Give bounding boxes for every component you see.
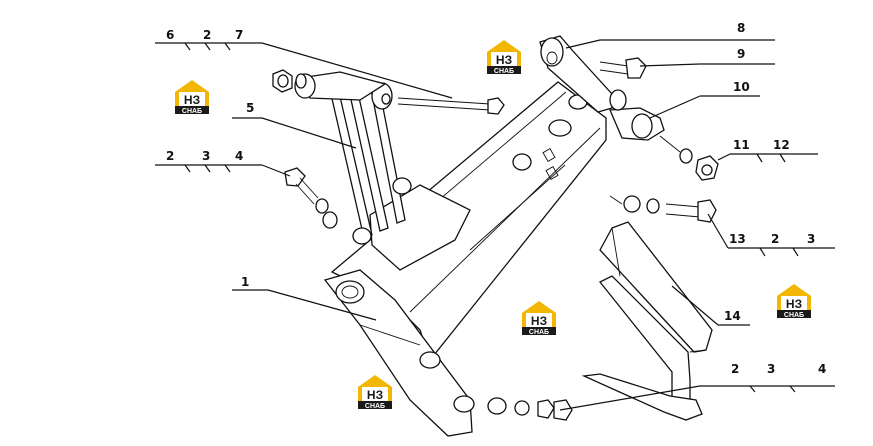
link-bar — [294, 71, 412, 245]
callout-3: 3 — [767, 362, 775, 376]
callout-11: 11 — [733, 138, 750, 152]
callout-numbers: 6 2 7 5 2 3 4 1 8 9 10 11 12 13 2 3 14 2… — [166, 21, 826, 376]
callout-5: 5 — [246, 101, 254, 115]
callout-3: 3 — [202, 149, 210, 163]
callout-4: 4 — [235, 149, 243, 163]
svg-text:НЗ: НЗ — [367, 388, 383, 402]
hardware-bottom — [487, 397, 573, 421]
callout-6: 6 — [166, 28, 174, 42]
callout-2: 2 — [771, 232, 779, 246]
callout-1: 1 — [241, 275, 249, 289]
svg-text:СНАБ: СНАБ — [365, 403, 385, 410]
callout-13: 13 — [729, 232, 746, 246]
svg-text:СНАБ: СНАБ — [182, 108, 202, 115]
callout-4: 4 — [818, 362, 826, 376]
callout-3: 3 — [807, 232, 815, 246]
callout-12: 12 — [773, 138, 790, 152]
callout-7: 7 — [235, 28, 243, 42]
bolt-left — [284, 167, 338, 229]
hardware-13 — [623, 195, 717, 223]
svg-text:СНАБ: СНАБ — [529, 329, 549, 336]
svg-text:НЗ: НЗ — [786, 297, 802, 311]
callout-9: 9 — [737, 47, 745, 61]
svg-text:НЗ: НЗ — [531, 314, 547, 328]
leader-lines — [155, 39, 835, 411]
hardware-top-left — [272, 69, 307, 93]
callout-10: 10 — [733, 80, 750, 94]
callout-2: 2 — [731, 362, 739, 376]
svg-text:НЗ: НЗ — [496, 53, 512, 67]
callout-8: 8 — [737, 21, 745, 35]
hardware-11-12 — [659, 135, 719, 181]
svg-text:НЗ: НЗ — [184, 93, 200, 107]
svg-text:СНАБ: СНАБ — [784, 312, 804, 319]
svg-text:СНАБ: СНАБ — [494, 68, 514, 75]
bolt-9 — [599, 57, 647, 79]
long-bolt — [381, 93, 505, 115]
callout-14: 14 — [724, 309, 741, 323]
callout-2: 2 — [166, 149, 174, 163]
pivot-bracket — [539, 35, 665, 141]
spring-tine — [581, 221, 713, 421]
callout-2: 2 — [203, 28, 211, 42]
